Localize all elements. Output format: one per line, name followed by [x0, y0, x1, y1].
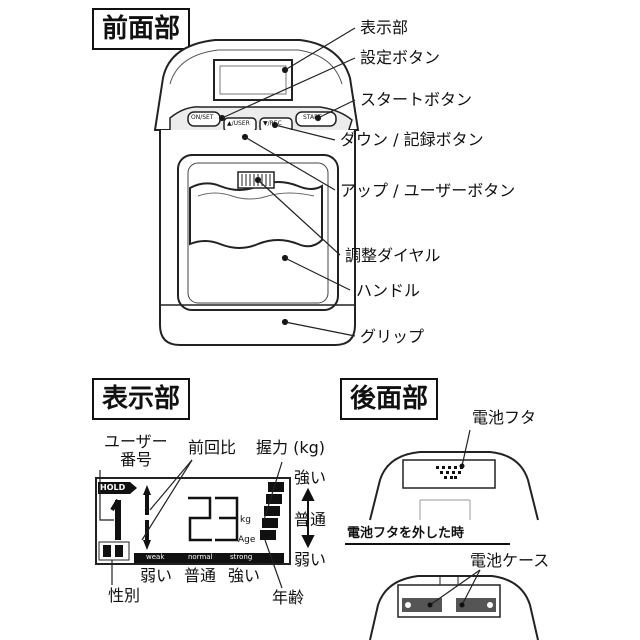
lcd-bar-strong: strong [230, 553, 253, 561]
display-section-title: 表示部 [92, 378, 191, 420]
start-button-text[interactable]: START [303, 114, 322, 121]
label-up-user-button: アップ / ユーザーボタン [340, 181, 516, 200]
label-handle: ハンドル [356, 281, 421, 300]
label-age: 年齢 [272, 588, 305, 607]
label-adjust-dial: 調整ダイヤル [345, 246, 441, 265]
label-bottom-weak: 弱い [140, 566, 173, 585]
label-strong: 強い [294, 468, 327, 487]
lcd-unit: kg [240, 515, 251, 525]
lcd-hold: HOLD [100, 483, 126, 492]
lcd-bar-normal: normal [188, 553, 213, 561]
label-weak: 弱い [294, 550, 327, 569]
hold-indicator [98, 482, 137, 494]
front-section-title: 前面部 [92, 8, 191, 50]
set-button-text[interactable]: ON/SET [191, 114, 214, 121]
handle-shape [189, 181, 323, 249]
lcd-bar-weak: weak [146, 553, 165, 561]
label-gender: 性別 [108, 586, 141, 605]
label-display: 表示部 [360, 18, 409, 37]
strength-bar [134, 553, 284, 563]
down-rec-button-text[interactable]: ▼/REC [263, 120, 282, 127]
label-grip-force: 握力 (kg) [256, 438, 325, 457]
up-user-button-text[interactable]: ▲/USER [227, 120, 250, 127]
front-display-window [213, 59, 293, 101]
label-set-button: 設定ボタン [360, 48, 441, 67]
back-section-title: 後面部 [340, 378, 439, 420]
label-user-number-2: 番号 [120, 450, 153, 469]
label-bottom-strong: 強い [228, 566, 261, 585]
label-bottom-normal: 普通 [184, 566, 217, 585]
label-cover-removed: 電池フタを外した時 [347, 526, 465, 541]
label-normal: 普通 [294, 510, 327, 529]
label-user-number-1: ユーザー [104, 432, 168, 451]
label-start-button: スタートボタン [360, 90, 473, 109]
lcd-age: Age [238, 535, 256, 545]
label-prev-ratio: 前回比 [188, 438, 237, 457]
label-down-record-button: ダウン / 記録ボタン [340, 130, 484, 149]
label-grip: グリップ [360, 327, 425, 346]
label-battery-case: 電池ケース [470, 551, 550, 570]
label-battery-cover: 電池フタ [472, 408, 537, 427]
